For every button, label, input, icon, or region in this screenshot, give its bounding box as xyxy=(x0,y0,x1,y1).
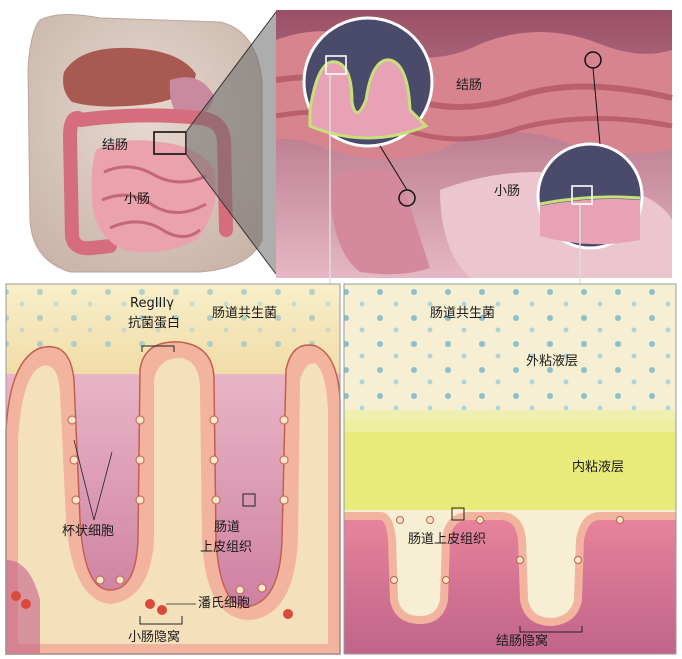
label-regiii-line1: RegIIIγ xyxy=(130,296,174,311)
label-zoom-small-intestine: 小肠 xyxy=(494,184,521,199)
intestine-zoom-panel xyxy=(275,10,673,290)
label-small-intestine-crypt: 小肠隐窝 xyxy=(128,630,181,645)
label-left-epithelium-line2: 上皮组织 xyxy=(200,540,253,555)
label-overview-colon: 结肠 xyxy=(102,138,129,153)
colon-section xyxy=(344,284,676,654)
label-zoom-colon: 结肠 xyxy=(456,78,483,93)
label-left-epithelium-line1: 肠道 xyxy=(214,520,241,535)
label-outer-mucus: 外粘液层 xyxy=(526,354,579,369)
label-colon-crypt: 结肠隐窝 xyxy=(496,634,549,649)
label-left-symbiotic: 肠道共生菌 xyxy=(212,306,278,321)
label-regiii-line2: 抗菌蛋白 xyxy=(128,316,181,331)
label-paneth-cells: 潘氏细胞 xyxy=(198,596,251,611)
label-right-symbiotic: 肠道共生菌 xyxy=(430,306,496,321)
small-intestine-section xyxy=(5,284,341,655)
abdomen-overview xyxy=(0,0,277,278)
label-goblet-cells: 杯状细胞 xyxy=(62,524,115,539)
label-right-epithelium: 肠道上皮组织 xyxy=(408,532,487,547)
label-inner-mucus: 内粘液层 xyxy=(572,460,625,475)
label-overview-small-intestine: 小肠 xyxy=(124,192,151,207)
